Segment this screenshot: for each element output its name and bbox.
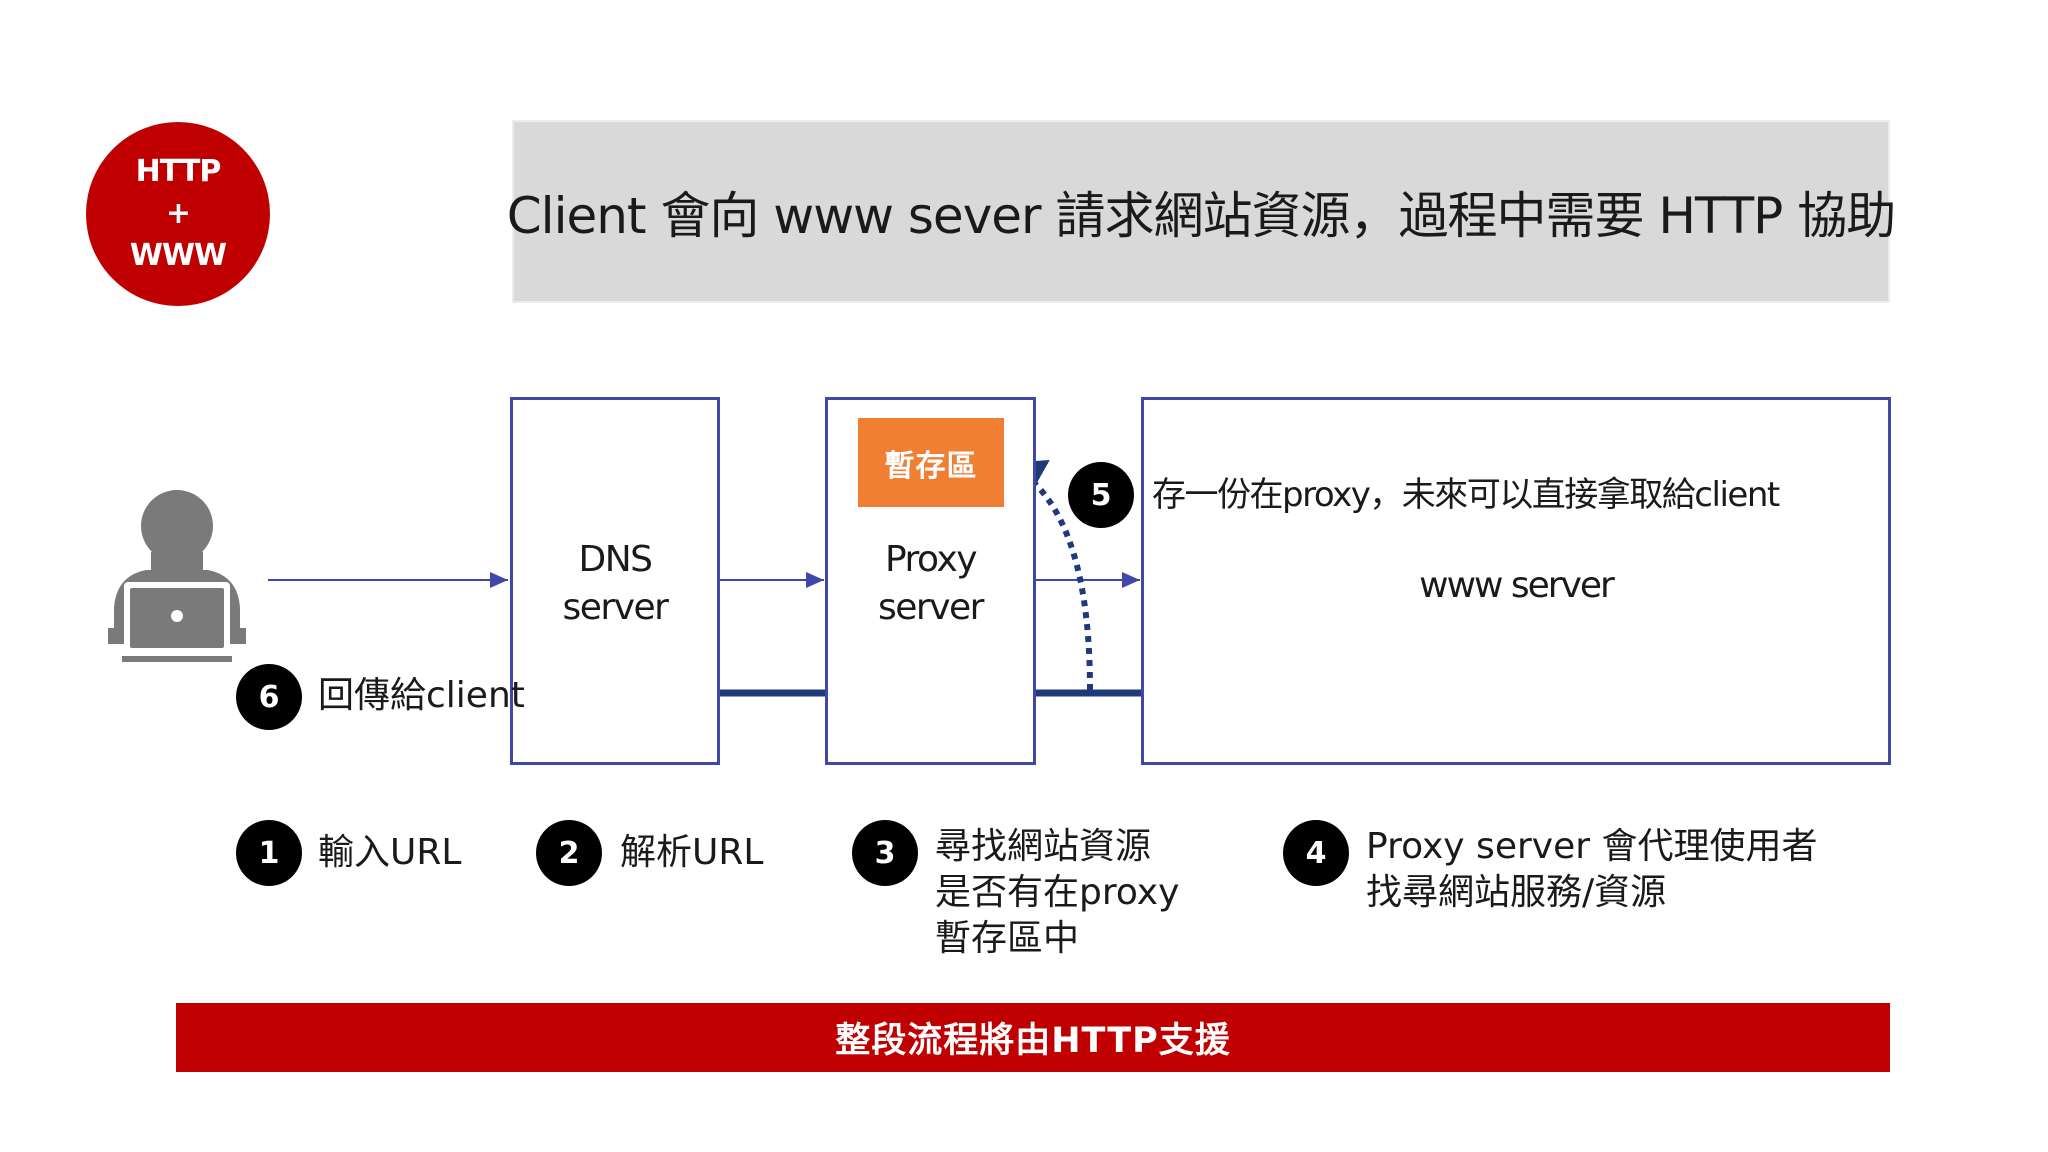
step1-line1: 輸入URL	[318, 832, 462, 873]
step2-line1: 解析URL	[620, 832, 764, 873]
step3-line3: 暫存區中	[935, 918, 1080, 959]
dns-line2: server	[562, 587, 669, 628]
footer-banner: 整段流程將由HTTP支援	[176, 1003, 1890, 1072]
proxy-line2: server	[878, 587, 984, 628]
www-server-box: www server	[1141, 397, 1891, 765]
badge-line3: WWW	[129, 238, 227, 273]
proxy-server-label: Proxy server	[828, 536, 1033, 632]
badge-line2: +	[165, 196, 191, 231]
step4-number: 4	[1283, 820, 1349, 886]
step5-text: 存一份在proxy，未來可以直接拿取給client	[1152, 475, 1780, 515]
dns-line1: DNS	[578, 539, 653, 580]
step6-text: 回傳給client	[318, 675, 525, 716]
laptop-user-icon	[96, 478, 258, 668]
http-www-badge: HTTP + WWW	[86, 122, 270, 306]
dns-server-label: DNS server	[513, 536, 717, 632]
step5-number: 5	[1068, 462, 1134, 528]
step3-line2: 是否有在proxy	[935, 872, 1180, 913]
cache-box: 暫存區	[858, 418, 1004, 507]
title-banner: Client 會向 www sever 請求網站資源，過程中需要 HTTP 協助	[507, 120, 1896, 303]
step2-text: 解析URL	[620, 830, 763, 876]
step3-text: 尋找網站資源 是否有在proxy 暫存區中	[935, 824, 1179, 962]
step2-number: 2	[536, 820, 602, 886]
step4-line1: Proxy server 會代理使用者	[1366, 826, 1818, 867]
step1-text: 輸入URL	[318, 830, 461, 876]
step1-number: 1	[236, 820, 302, 886]
step3-line1: 尋找網站資源	[935, 826, 1152, 867]
step3-number: 3	[852, 820, 918, 886]
step6-number: 6	[236, 664, 302, 730]
step4-text: Proxy server 會代理使用者 找尋網站服務/資源	[1366, 824, 1817, 916]
proxy-line1: Proxy	[884, 539, 978, 580]
dns-server-box: DNS server	[510, 397, 720, 765]
www-server-label: www server	[1419, 565, 1615, 606]
step4-line2: 找尋網站服務/資源	[1366, 872, 1667, 913]
page-title: Client 會向 www sever 請求網站資源，過程中需要 HTTP 協助	[506, 186, 1896, 245]
badge-line1: HTTP	[135, 154, 222, 189]
